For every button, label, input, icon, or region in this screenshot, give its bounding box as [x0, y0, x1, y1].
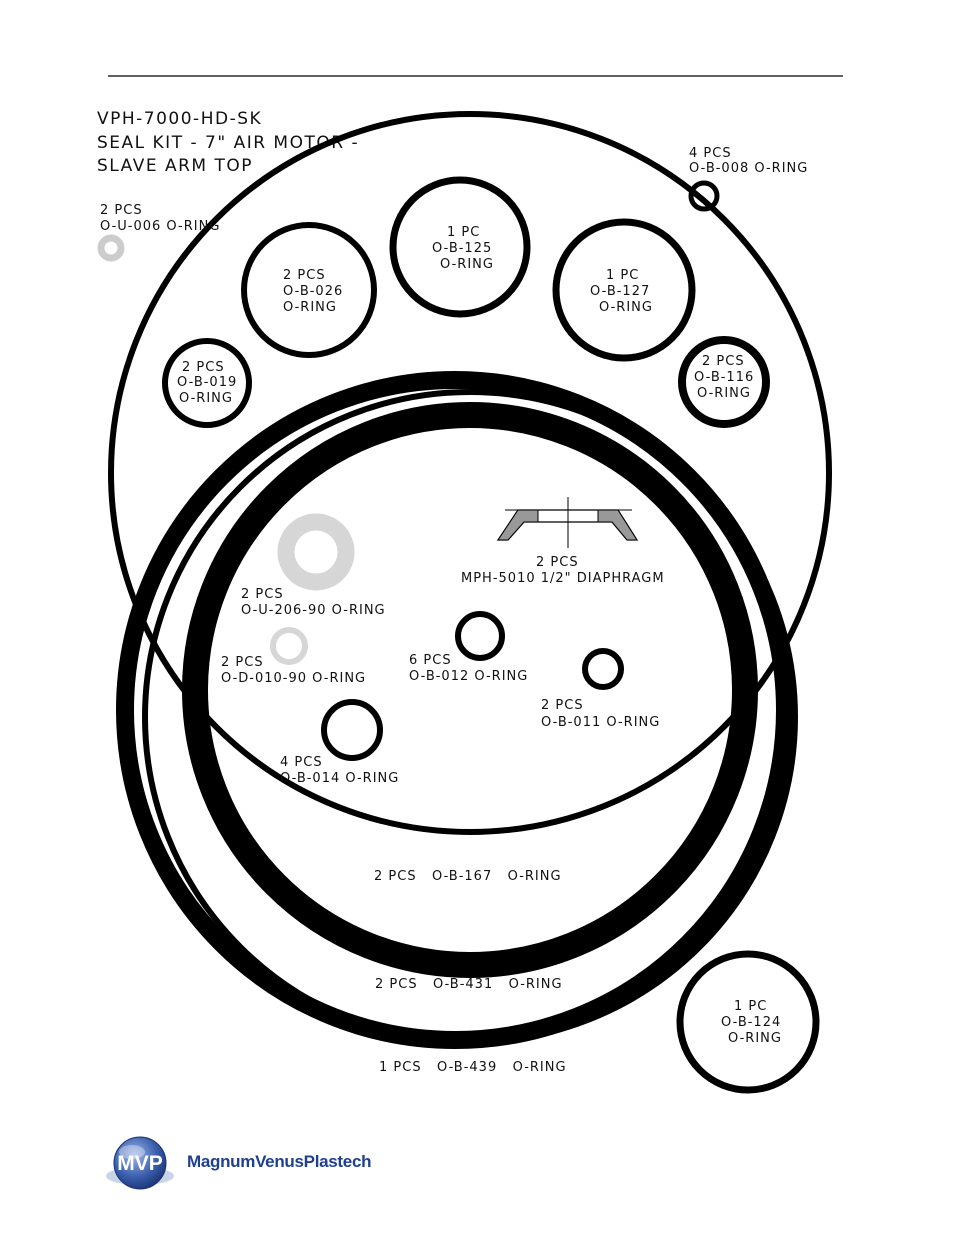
ring-o-b-011 [582, 648, 624, 690]
label-o-b-127-part: O-B-127 [590, 284, 650, 299]
ring-o-b-012 [455, 611, 505, 661]
label-o-b-026-type: O-RING [283, 300, 337, 315]
ring-o-d-010-90 [270, 627, 308, 665]
label-o-b-014-qty: 4 PCS [280, 755, 323, 770]
label-o-u-006-name: O-U-006 O-RING [100, 219, 220, 234]
label-o-b-125-part: O-B-125 [432, 241, 492, 256]
label-o-b-019-type: O-RING [179, 391, 233, 406]
label-o-b-019-part: O-B-019 [177, 375, 237, 390]
label-o-b-127-qty: 1 PC [606, 268, 639, 283]
label-o-b-008-name: O-B-008 O-RING [689, 161, 808, 176]
label-o-b-026-qty: 2 PCS [283, 268, 326, 283]
ring-o-b-439 [142, 389, 798, 1045]
kit-title-line2: SEAL KIT - 7" AIR MOTOR - [97, 133, 359, 153]
kit-title-line3: SLAVE ARM TOP [97, 156, 253, 176]
label-o-b-125-qty: 1 PC [447, 225, 480, 240]
ring-o-b-124 [676, 950, 820, 1094]
company-name: MagnumVenusPlastech [187, 1152, 372, 1171]
label-o-b-124-part: O-B-124 [721, 1015, 781, 1030]
label-o-b-116-type: O-RING [697, 386, 751, 401]
diaphragm-cross-section [496, 497, 639, 548]
label-o-b-011-name: O-B-011 O-RING [541, 715, 660, 730]
label-o-b-124-type: O-RING [728, 1031, 782, 1046]
label-o-b-124-qty: 1 PC [734, 999, 767, 1014]
ring-o-u-206-90 [277, 513, 355, 591]
label-o-b-011-qty: 2 PCS [541, 698, 584, 713]
label-o-u-206-90-qty: 2 PCS [241, 587, 284, 602]
mvp-logo-badge-text: MVP [117, 1152, 163, 1175]
label-o-b-431: 2 PCS O-B-431 O-RING [375, 977, 563, 992]
label-o-d-010-90-qty: 2 PCS [221, 655, 264, 670]
label-o-b-014-name: O-B-014 O-RING [280, 771, 399, 786]
label-mph-5010-qty: 2 PCS [536, 555, 579, 570]
label-o-u-006-qty: 2 PCS [100, 203, 143, 218]
ring-o-b-167-outline [108, 111, 832, 835]
label-o-b-026-part: O-B-026 [283, 284, 343, 299]
ring-o-b-431 [116, 371, 794, 1049]
label-o-b-116-part: O-B-116 [694, 370, 754, 385]
label-o-d-010-90-name: O-D-010-90 O-RING [221, 671, 366, 686]
label-o-b-008-qty: 4 PCS [689, 146, 732, 161]
label-o-b-125-type: O-RING [440, 257, 494, 272]
label-o-u-206-90-name: O-U-206-90 O-RING [241, 603, 386, 618]
ring-o-b-019 [162, 338, 252, 428]
ring-o-b-125 [389, 176, 531, 318]
label-o-b-439: 1 PCS O-B-439 O-RING [379, 1060, 567, 1075]
ring-o-b-008 [688, 180, 720, 212]
ring-o-b-026 [241, 222, 377, 358]
ring-o-u-006 [97, 234, 125, 262]
label-o-b-012-name: O-B-012 O-RING [409, 669, 528, 684]
mvp-logo: MVP [106, 1136, 174, 1190]
label-mph-5010-name: MPH-5010 1/2" DIAPHRAGM [461, 571, 665, 586]
label-o-b-127-type: O-RING [599, 300, 653, 315]
kit-title-line1: VPH-7000-HD-SK [97, 109, 262, 129]
ring-o-b-014 [321, 699, 383, 761]
ring-o-b-167 [182, 402, 758, 978]
ring-o-b-116 [678, 336, 770, 428]
label-o-b-019-qty: 2 PCS [182, 360, 225, 375]
label-o-b-167: 2 PCS O-B-167 O-RING [374, 869, 562, 884]
label-o-b-012-qty: 6 PCS [409, 653, 452, 668]
label-o-b-116-qty: 2 PCS [702, 354, 745, 369]
ring-o-b-127 [552, 218, 696, 362]
